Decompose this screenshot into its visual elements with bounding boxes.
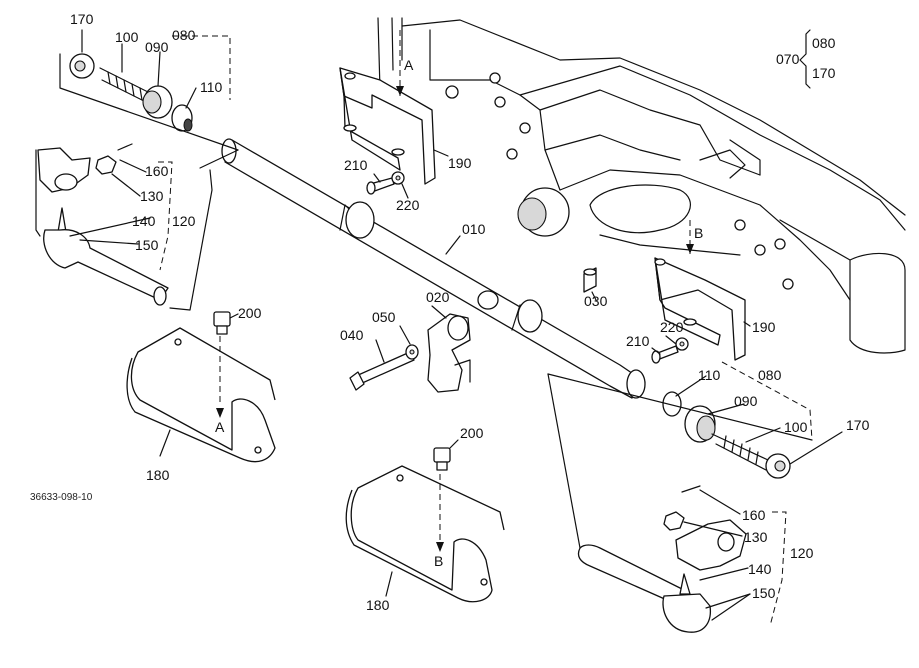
legend-170: 170 [812, 65, 836, 81]
dust-cover-180-left [126, 327, 276, 463]
bolt-210-top [366, 177, 395, 195]
plug-200-center [433, 447, 451, 471]
label-130-left: 130 [140, 188, 164, 204]
axle-housing [377, 17, 906, 354]
label-050: 050 [372, 309, 396, 325]
washer-220-right [675, 337, 689, 351]
marker-a-top: A [404, 57, 414, 73]
leader-lines [35, 29, 843, 627]
bolt-040 [349, 351, 415, 391]
label-150-left: 150 [135, 237, 159, 253]
label-080-right: 080 [758, 367, 782, 383]
legend-070: 070 [776, 51, 800, 67]
bolt-210-right [651, 345, 679, 364]
label-180-left: 180 [146, 467, 170, 483]
label-110-top-left: 110 [200, 79, 223, 95]
clamp-020 [427, 313, 471, 393]
callout-labels: 170 100 090 080 110 160 130 140 120 150 … [30, 11, 870, 613]
label-210-right: 210 [626, 333, 650, 349]
washer-220-top [391, 171, 405, 185]
label-200-center: 200 [460, 425, 484, 441]
label-130-right: 130 [744, 529, 768, 545]
label-220-top: 220 [396, 197, 420, 213]
legend-080: 080 [812, 35, 836, 51]
marker-b-bottom: B [434, 553, 443, 569]
label-170-top-left: 170 [70, 11, 94, 27]
tie-rod-010 [221, 138, 646, 399]
label-080-top-left: 080 [172, 27, 196, 43]
label-190-right: 190 [752, 319, 776, 335]
label-120-right: 120 [790, 545, 814, 561]
label-150-right: 150 [752, 585, 776, 601]
pin-030 [583, 267, 597, 293]
label-190-top: 190 [448, 155, 472, 171]
label-090-top-left: 090 [145, 39, 169, 55]
label-180-center: 180 [366, 597, 390, 613]
label-120-left: 120 [172, 213, 196, 229]
tie-rod-end-left [37, 143, 169, 306]
marker-b-top: B [694, 225, 703, 241]
ball-joint-assembly-right [662, 391, 791, 479]
label-100-top-left: 100 [115, 29, 139, 45]
label-200-left: 200 [238, 305, 262, 321]
plug-200-left [213, 311, 231, 335]
label-110-right: 110 [698, 367, 721, 383]
ball-joint-assembly-left [69, 53, 193, 132]
bracket-190-top [339, 67, 436, 185]
label-090-right: 090 [734, 393, 758, 409]
label-030: 030 [584, 293, 608, 309]
label-010: 010 [462, 221, 486, 237]
drawing-id: 36633-098-10 [30, 492, 93, 503]
label-100-right: 100 [784, 419, 808, 435]
label-160-right: 160 [742, 507, 766, 523]
marker-a-bottom: A [215, 419, 225, 435]
label-140-left: 140 [132, 213, 156, 229]
washer-050 [405, 344, 419, 360]
tie-rod-end-right [577, 485, 747, 633]
label-170-right: 170 [846, 417, 870, 433]
label-220-right: 220 [660, 319, 684, 335]
label-040: 040 [340, 327, 364, 343]
label-020: 020 [426, 289, 450, 305]
label-210-top: 210 [344, 157, 368, 173]
label-140-right: 140 [748, 561, 772, 577]
label-160-left: 160 [145, 163, 169, 179]
bracket-190-bottom [654, 257, 746, 361]
dust-cover-180-center [345, 465, 505, 603]
